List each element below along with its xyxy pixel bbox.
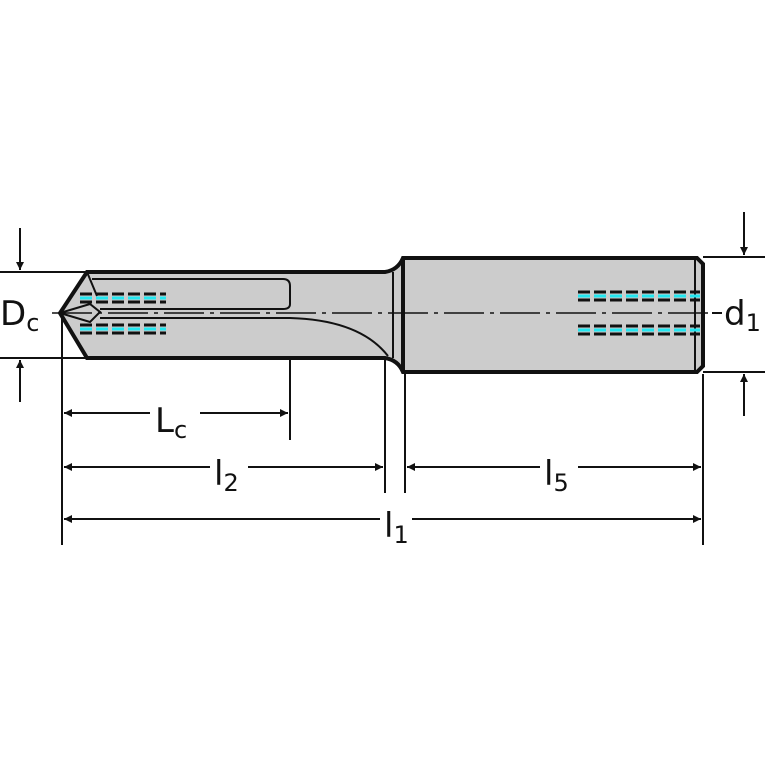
label-l2: l2 bbox=[214, 454, 239, 497]
dimension-lines bbox=[16, 212, 748, 523]
coolant-channels bbox=[80, 290, 700, 336]
label-d1: d1 bbox=[724, 294, 761, 337]
label-l5: l5 bbox=[544, 454, 569, 497]
label-dc: Dc bbox=[0, 294, 39, 337]
extension-lines bbox=[0, 256, 765, 545]
drill-body bbox=[57, 256, 705, 374]
label-l1: l1 bbox=[384, 506, 409, 549]
label-lc: Lc bbox=[155, 401, 187, 444]
